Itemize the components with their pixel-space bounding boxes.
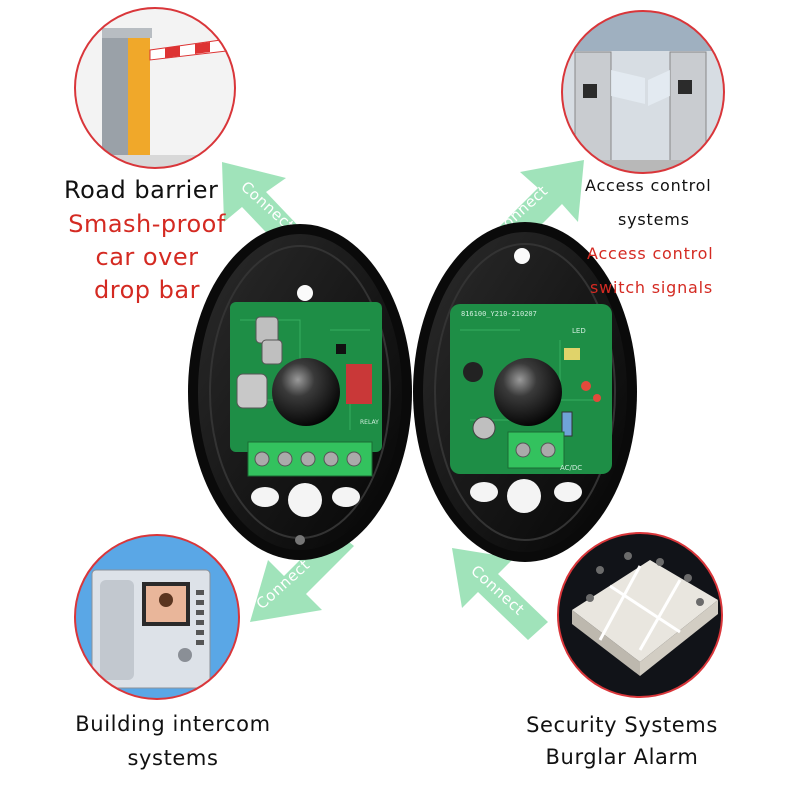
security-line-2: Burglar Alarm (545, 745, 699, 769)
smash-proof-line-3: drop bar (94, 276, 200, 304)
intercom-line-2: systems (127, 746, 219, 770)
smash-proof-label: Smash-proof car over drop bar (58, 208, 236, 307)
left-capacitors (236, 316, 283, 409)
right-sensor: 816100_Y210-210207 LED AC/DC RELAY (360, 222, 637, 562)
security-line-1: Security Systems (526, 713, 718, 737)
arrow-bottom-right (452, 548, 548, 640)
left-lens-dome (272, 358, 340, 426)
smash-proof-line-2: car over (95, 243, 199, 271)
access-gate-photo (561, 10, 725, 174)
access-signals-line-2: switch signals (590, 278, 714, 297)
intercom-label: Building intercom systems (62, 707, 284, 775)
security-house-photo (557, 532, 723, 698)
right-pcb-led: LED (572, 327, 586, 335)
intercom-line-1: Building intercom (75, 712, 271, 736)
access-signals-line-1: Access control (587, 244, 714, 263)
smash-proof-line-1: Smash-proof (68, 210, 226, 238)
left-pcb-relay: RELAY (360, 419, 379, 426)
road-barrier-photo (74, 7, 236, 169)
road-barrier-label: Road barrier (64, 176, 219, 204)
access-control-line-2: systems (618, 210, 690, 229)
intercom-photo (74, 534, 240, 700)
security-label: Security Systems Burglar Alarm (514, 709, 730, 773)
access-control-line-1: Access control (585, 176, 712, 195)
right-pcb-serial: 816100_Y210-210207 (461, 310, 537, 318)
right-pcb-acdc: AC/DC (560, 464, 582, 472)
left-sensor (188, 224, 412, 560)
right-lens-dome (494, 358, 562, 426)
